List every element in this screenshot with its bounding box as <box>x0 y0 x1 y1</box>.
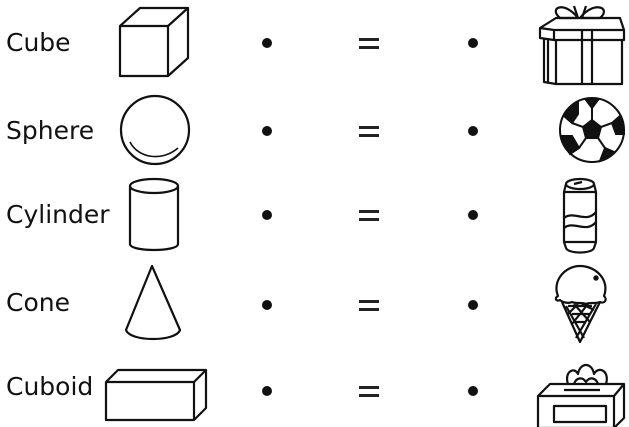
cube-icon <box>100 0 200 86</box>
equals-sign <box>356 88 384 174</box>
left-match-dot[interactable] <box>262 386 272 396</box>
right-match-dot[interactable] <box>468 38 478 48</box>
cuboid-icon <box>100 344 210 427</box>
gift-box-icon <box>534 0 628 86</box>
equals-sign <box>356 348 384 427</box>
match-row-cone: Cone <box>0 258 629 344</box>
right-match-dot[interactable] <box>468 386 478 396</box>
match-row-cuboid: Cuboid <box>0 344 629 427</box>
shape-label: Cone <box>6 288 70 318</box>
soccer-ball-icon <box>534 86 628 172</box>
match-row-cube: Cube <box>0 0 629 86</box>
match-row-sphere: Sphere <box>0 86 629 172</box>
cylinder-icon <box>100 172 200 258</box>
tissue-box-icon <box>534 344 628 427</box>
shape-label: Sphere <box>6 116 94 146</box>
right-match-dot[interactable] <box>468 210 478 220</box>
equals-sign <box>356 172 384 258</box>
shape-label: Cylinder <box>6 200 110 230</box>
soda-can-icon <box>534 172 628 258</box>
sphere-icon <box>100 86 200 172</box>
left-match-dot[interactable] <box>262 300 272 310</box>
equals-sign <box>356 0 384 86</box>
shape-label: Cuboid <box>6 372 93 402</box>
right-match-dot[interactable] <box>468 126 478 136</box>
right-match-dot[interactable] <box>468 300 478 310</box>
match-row-cylinder: Cylinder <box>0 172 629 258</box>
left-match-dot[interactable] <box>262 126 272 136</box>
left-match-dot[interactable] <box>262 38 272 48</box>
cone-icon <box>100 258 200 344</box>
left-match-dot[interactable] <box>262 210 272 220</box>
equals-sign <box>356 262 384 348</box>
shape-label: Cube <box>6 28 71 58</box>
ice-cream-cone-icon <box>534 258 628 344</box>
